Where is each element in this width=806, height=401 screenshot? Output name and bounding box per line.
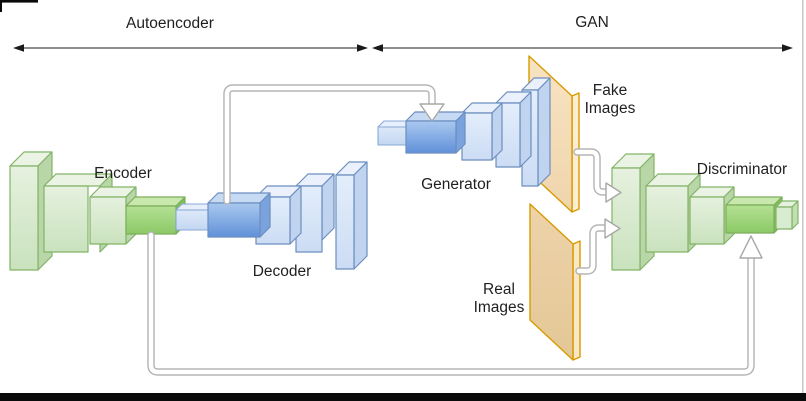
hollow-arrow-up-icon xyxy=(739,235,763,259)
decoder-layer-2 xyxy=(295,173,335,253)
decoder-input-block xyxy=(207,192,271,238)
generator-input-block xyxy=(405,111,466,154)
decoder-network xyxy=(207,161,368,270)
latent-to-generator-arrow xyxy=(223,84,445,205)
encoder-label: Encoder xyxy=(94,165,152,182)
svg-text:Images: Images xyxy=(474,299,525,316)
encoder-feedback-loop-arrow xyxy=(147,231,763,376)
decoder-label: Decoder xyxy=(253,263,312,280)
decoder-layer-3 xyxy=(335,161,368,270)
real-images-panel xyxy=(529,203,581,361)
arrow-left-icon xyxy=(13,44,24,52)
gan-section-label: GAN xyxy=(575,14,609,31)
discriminator-label: Discriminator xyxy=(697,161,787,178)
real-to-discriminator-arrow xyxy=(575,218,621,275)
hollow-arrow-right-icon xyxy=(605,182,622,203)
discriminator-layer-3 xyxy=(689,186,735,245)
svg-text:Images: Images xyxy=(585,100,636,117)
autoencoder-section-label: Autoencoder xyxy=(126,15,214,32)
svg-text:Real: Real xyxy=(483,281,515,298)
arrow-left-icon xyxy=(372,44,383,52)
generator-label: Generator xyxy=(421,176,491,193)
arrow-right-icon xyxy=(357,44,368,52)
encoder-network xyxy=(9,151,186,271)
hollow-arrow-right-icon xyxy=(604,218,621,239)
hollow-arrow-down-icon xyxy=(419,103,445,122)
generator-network xyxy=(377,77,551,187)
fake-images-label: Fake Images xyxy=(585,82,636,117)
discriminator-output-block xyxy=(725,196,783,234)
real-images-label: Real Images xyxy=(474,281,525,316)
discriminator-output-cube xyxy=(775,200,799,230)
arrow-right-icon xyxy=(782,44,793,52)
encoder-latent-block xyxy=(125,196,186,235)
svg-text:Fake: Fake xyxy=(593,82,627,99)
autoencoder-span-arrow xyxy=(13,44,368,52)
gan-span-arrow xyxy=(372,44,793,52)
generator-layer-1 xyxy=(461,102,503,161)
discriminator-network xyxy=(611,153,799,271)
fake-to-discriminator-arrow xyxy=(573,148,622,203)
